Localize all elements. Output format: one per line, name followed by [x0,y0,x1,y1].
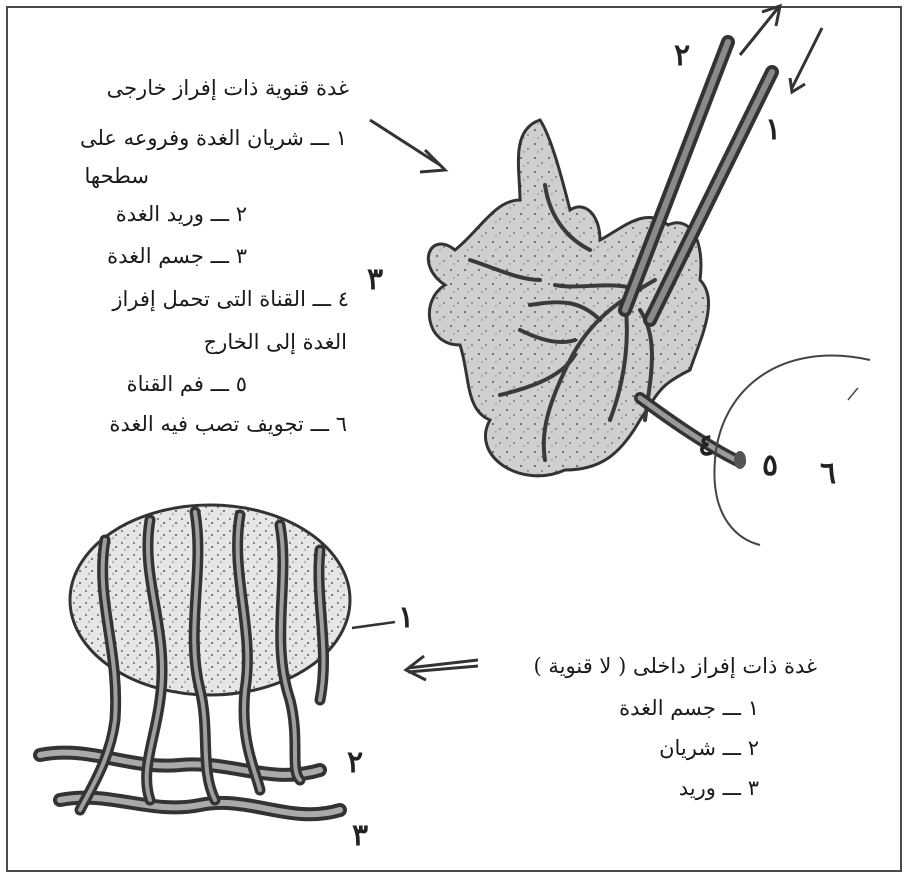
endocrine-marker-3: ٣ [352,818,368,853]
flow-arrows [740,6,822,92]
endocrine-item-1: ١ ـــ جسم الغدة [619,696,759,721]
exocrine-marker-3: ٣ [367,262,383,297]
exocrine-pointer-arrow [370,120,445,172]
exocrine-marker-5: ٥ [762,448,778,483]
endocrine-gland [40,505,478,814]
exocrine-item-1a: ١ ـــ شريان الغدة وفروعه على [80,126,347,151]
exocrine-item-6: ٦ ـــ تجويف تصب فيه الغدة [109,412,347,437]
exocrine-item-2: ٢ ـــ وريد الغدة [116,202,247,227]
endocrine-item-2: ٢ ـــ شريان [659,736,759,761]
exocrine-marker-4: ٤ [698,428,714,463]
exocrine-title: غدة قنوية ذات إفراز خارجى [107,76,349,101]
exocrine-item-4a: ٤ ـــ القناة التى تحمل إفراز [112,287,349,312]
exocrine-item-1b: سطحها [85,164,149,189]
exocrine-item-3: ٣ ـــ جسم الغدة [107,244,247,269]
exocrine-gland [370,6,870,545]
endocrine-title: غدة ذات إفراز داخلى ( لا قنوية ) [534,654,817,679]
exocrine-item-5: ٥ ـــ فم القناة [127,372,247,397]
exocrine-marker-2: ٢ [674,38,690,73]
endocrine-marker-2: ٢ [347,745,363,780]
exocrine-marker-6: ٦ [820,456,836,491]
exocrine-marker-1: ١ [765,112,781,147]
exocrine-item-4b: الغدة إلى الخارج [204,330,347,355]
endocrine-marker-1: ١ [398,600,414,635]
endocrine-item-3: ٣ ـــ وريد [679,776,759,801]
endocrine-label1-leader [352,622,395,628]
endocrine-pointer-arrow [406,656,478,680]
cavity-outline [714,356,870,545]
